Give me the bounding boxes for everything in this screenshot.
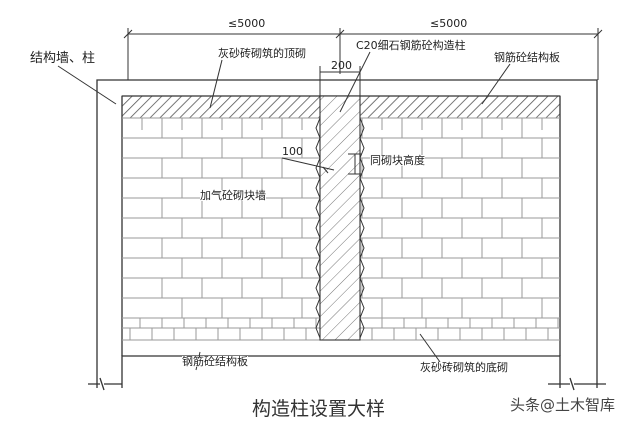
- structural-wall-column-label: 结构墙、柱: [30, 51, 96, 66]
- construction-column: [315, 95, 365, 341]
- rc-slab-bottom-label: 钢筋砼结构板: [182, 355, 248, 368]
- rc-slab-top-label: 钢筋砼结构板: [494, 51, 560, 64]
- top-course-label: 灰砂砖砌筑的顶砌: [218, 47, 306, 60]
- offset-label: 100: [282, 145, 303, 158]
- bottom-course-label: 灰砂砖砌筑的底砌: [420, 361, 508, 374]
- watermark: 头条@土木智库: [510, 396, 616, 414]
- dimension-left-label: ≤5000: [228, 17, 266, 30]
- drawing-title: 构造柱设置大样: [252, 398, 386, 420]
- column-spec-label: C20细石钢筋砼构造柱: [356, 39, 466, 52]
- dimension-right-label: ≤5000: [430, 17, 468, 30]
- column-width-label: 200: [331, 59, 352, 72]
- wall-fill-label: 加气砼砌块墙: [200, 189, 266, 202]
- brick-height-label: 同砌块高度: [370, 154, 425, 167]
- top-dimension: [123, 28, 603, 80]
